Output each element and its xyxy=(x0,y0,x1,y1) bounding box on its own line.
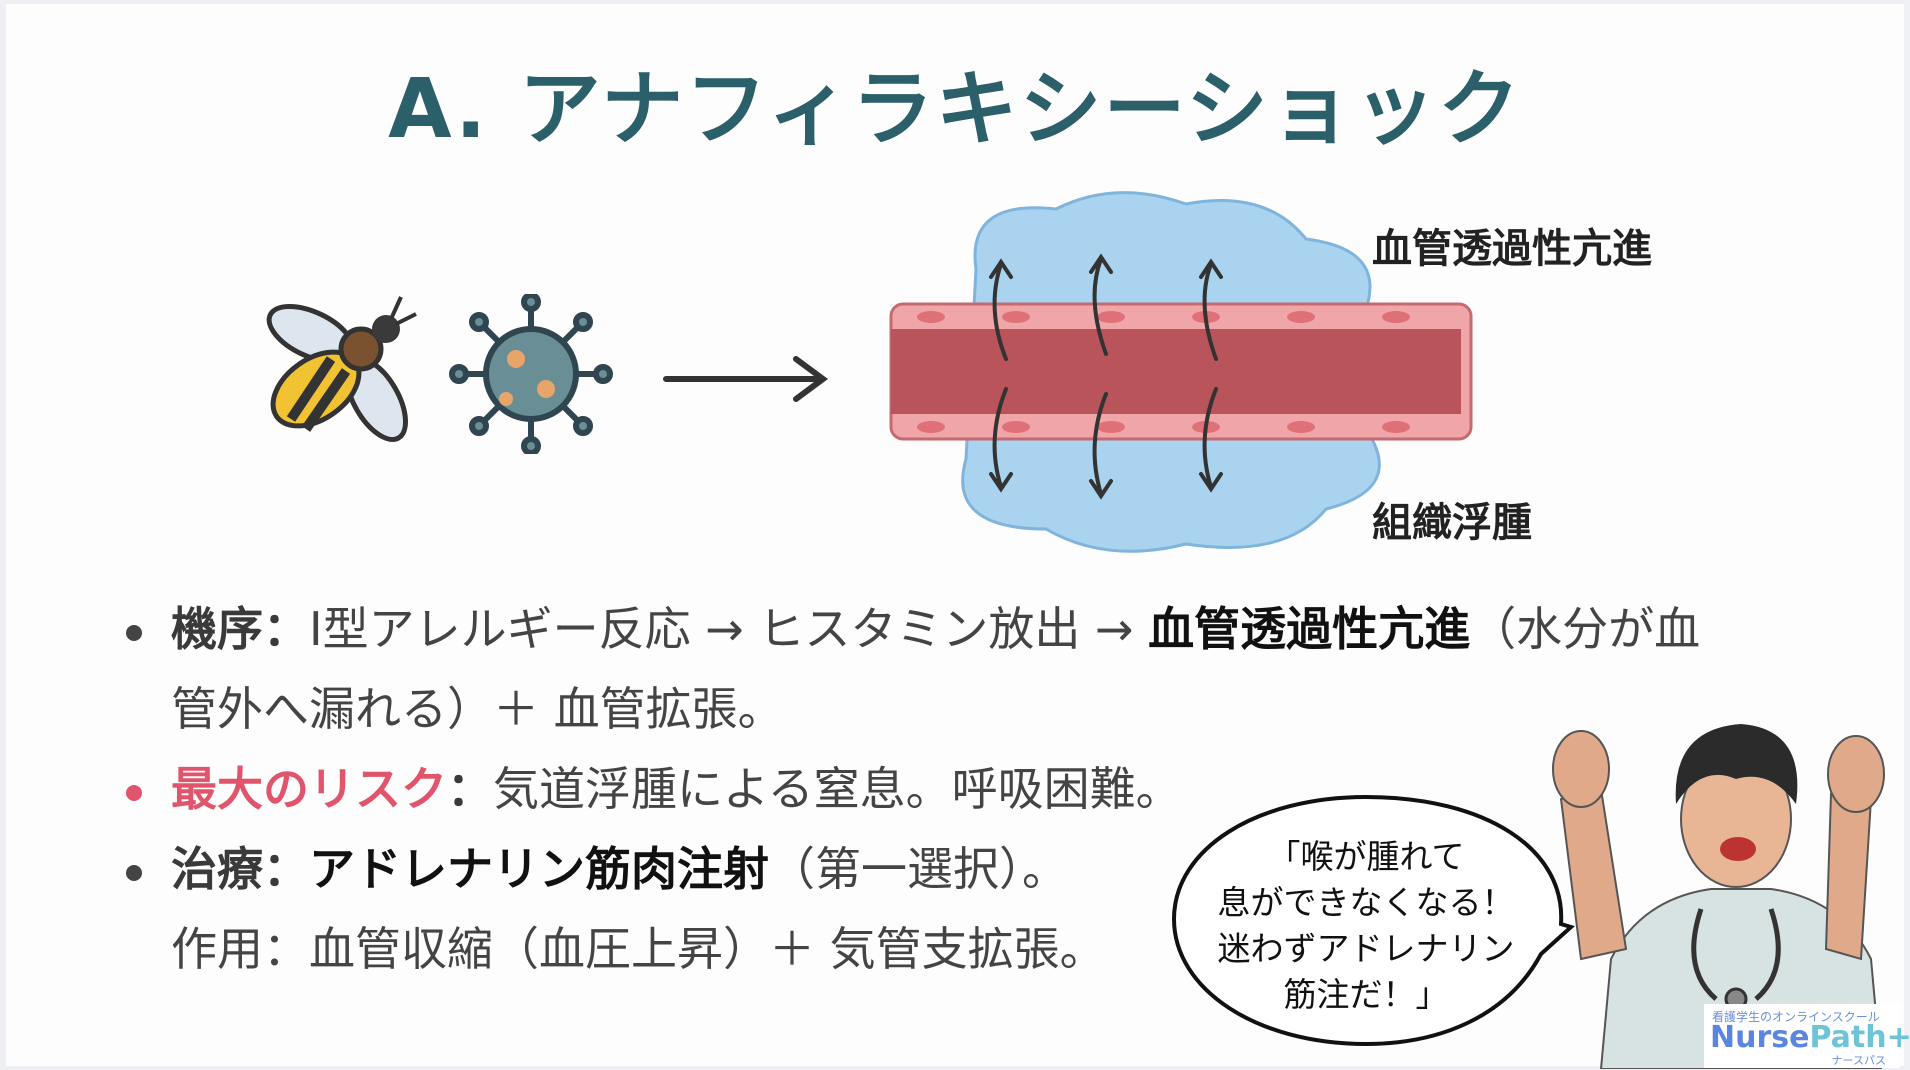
virus-icon xyxy=(449,294,613,454)
leak-arrows xyxy=(989,253,1223,500)
bullet-treatment: 治療：アドレナリン筋肉注射（第一選択）。 xyxy=(126,829,1700,909)
blood-vessel-diagram xyxy=(889,191,1473,553)
bullet-dot xyxy=(126,625,142,641)
nurse-character-illustration xyxy=(1552,724,1885,1069)
bullet-text: 管外へ漏れる）＋ 血管拡張。 xyxy=(171,682,784,736)
separator: ： xyxy=(263,602,309,656)
separator: ： xyxy=(263,842,309,896)
bullet-text: 作用：血管収縮（血圧上昇）＋ 気管支拡張。 xyxy=(171,922,1106,976)
bullet-dot xyxy=(126,865,142,881)
right-arrow-icon xyxy=(663,356,829,402)
logo-kana: ナースパス xyxy=(1831,1054,1886,1067)
bullet-dot xyxy=(126,785,142,801)
slide: A. アナフィラキシーショック xyxy=(6,4,1910,1069)
speech-line: 筋注だ！」 xyxy=(1283,975,1449,1014)
speech-line: 迷わずアドレナリン xyxy=(1217,929,1515,968)
bullet-emphasis: アドレナリン筋肉注射 xyxy=(309,842,769,896)
bullet-continuation: 管外へ漏れる）＋ 血管拡張。 xyxy=(126,669,1700,749)
bullet-heading: 最大のリスク xyxy=(171,762,447,816)
bullet-list: 機序：I型アレルギー反応 → ヒスタミン放出 → 血管透過性亢進（水分が血 管外… xyxy=(126,589,1700,989)
bee-icon xyxy=(266,296,417,442)
nursepath-logo: 看護学生のオンラインスクール NursePath+ ナースパス xyxy=(1704,1004,1910,1068)
bullet-text: （水分が血 xyxy=(1470,602,1701,656)
logo-name-b: Path+ xyxy=(1809,1020,1910,1055)
bullet-text: I型アレルギー反応 → ヒスタミン放出 → xyxy=(309,602,1149,656)
logo-tagline: 看護学生のオンラインスクール xyxy=(1712,1010,1880,1024)
logo-name-a: Nurse xyxy=(1710,1020,1810,1055)
label-tissue-edema: 組織浮腫 xyxy=(1372,500,1532,546)
speech-line: 「喉が腫れて xyxy=(1267,837,1465,876)
speech-line: 息ができなくなる！ xyxy=(1217,883,1515,922)
vessel-lumen xyxy=(891,329,1461,414)
bullet-heading: 機序 xyxy=(171,602,263,656)
bullet-emphasis: 血管透過性亢進 xyxy=(1148,602,1471,656)
label-vascular-permeability: 血管透過性亢進 xyxy=(1372,226,1652,272)
separator: ： xyxy=(447,762,493,816)
bullet-text: 気道浮腫による窒息。呼吸困難。 xyxy=(493,762,1182,816)
bullet-heading: 治療 xyxy=(171,842,263,896)
speech-text: 「喉が腫れて 息ができなくなる！ 迷わずアドレナリン 筋注だ！」 xyxy=(1196,834,1536,1018)
speech-bubble xyxy=(1171,794,1575,1047)
slide-title: A. アナフィラキシーショック xyxy=(388,62,1522,157)
bullet-risk: 最大のリスク：気道浮腫による窒息。呼吸困難。 xyxy=(126,749,1700,829)
logo-name: NursePath+ xyxy=(1710,1020,1910,1055)
bullet-continuation: 作用：血管収縮（血圧上昇）＋ 気管支拡張。 xyxy=(126,909,1700,989)
bullet-text: （第一選択）。 xyxy=(769,842,1068,896)
bullet-mechanism: 機序：I型アレルギー反応 → ヒスタミン放出 → 血管透過性亢進（水分が血 xyxy=(126,589,1700,669)
